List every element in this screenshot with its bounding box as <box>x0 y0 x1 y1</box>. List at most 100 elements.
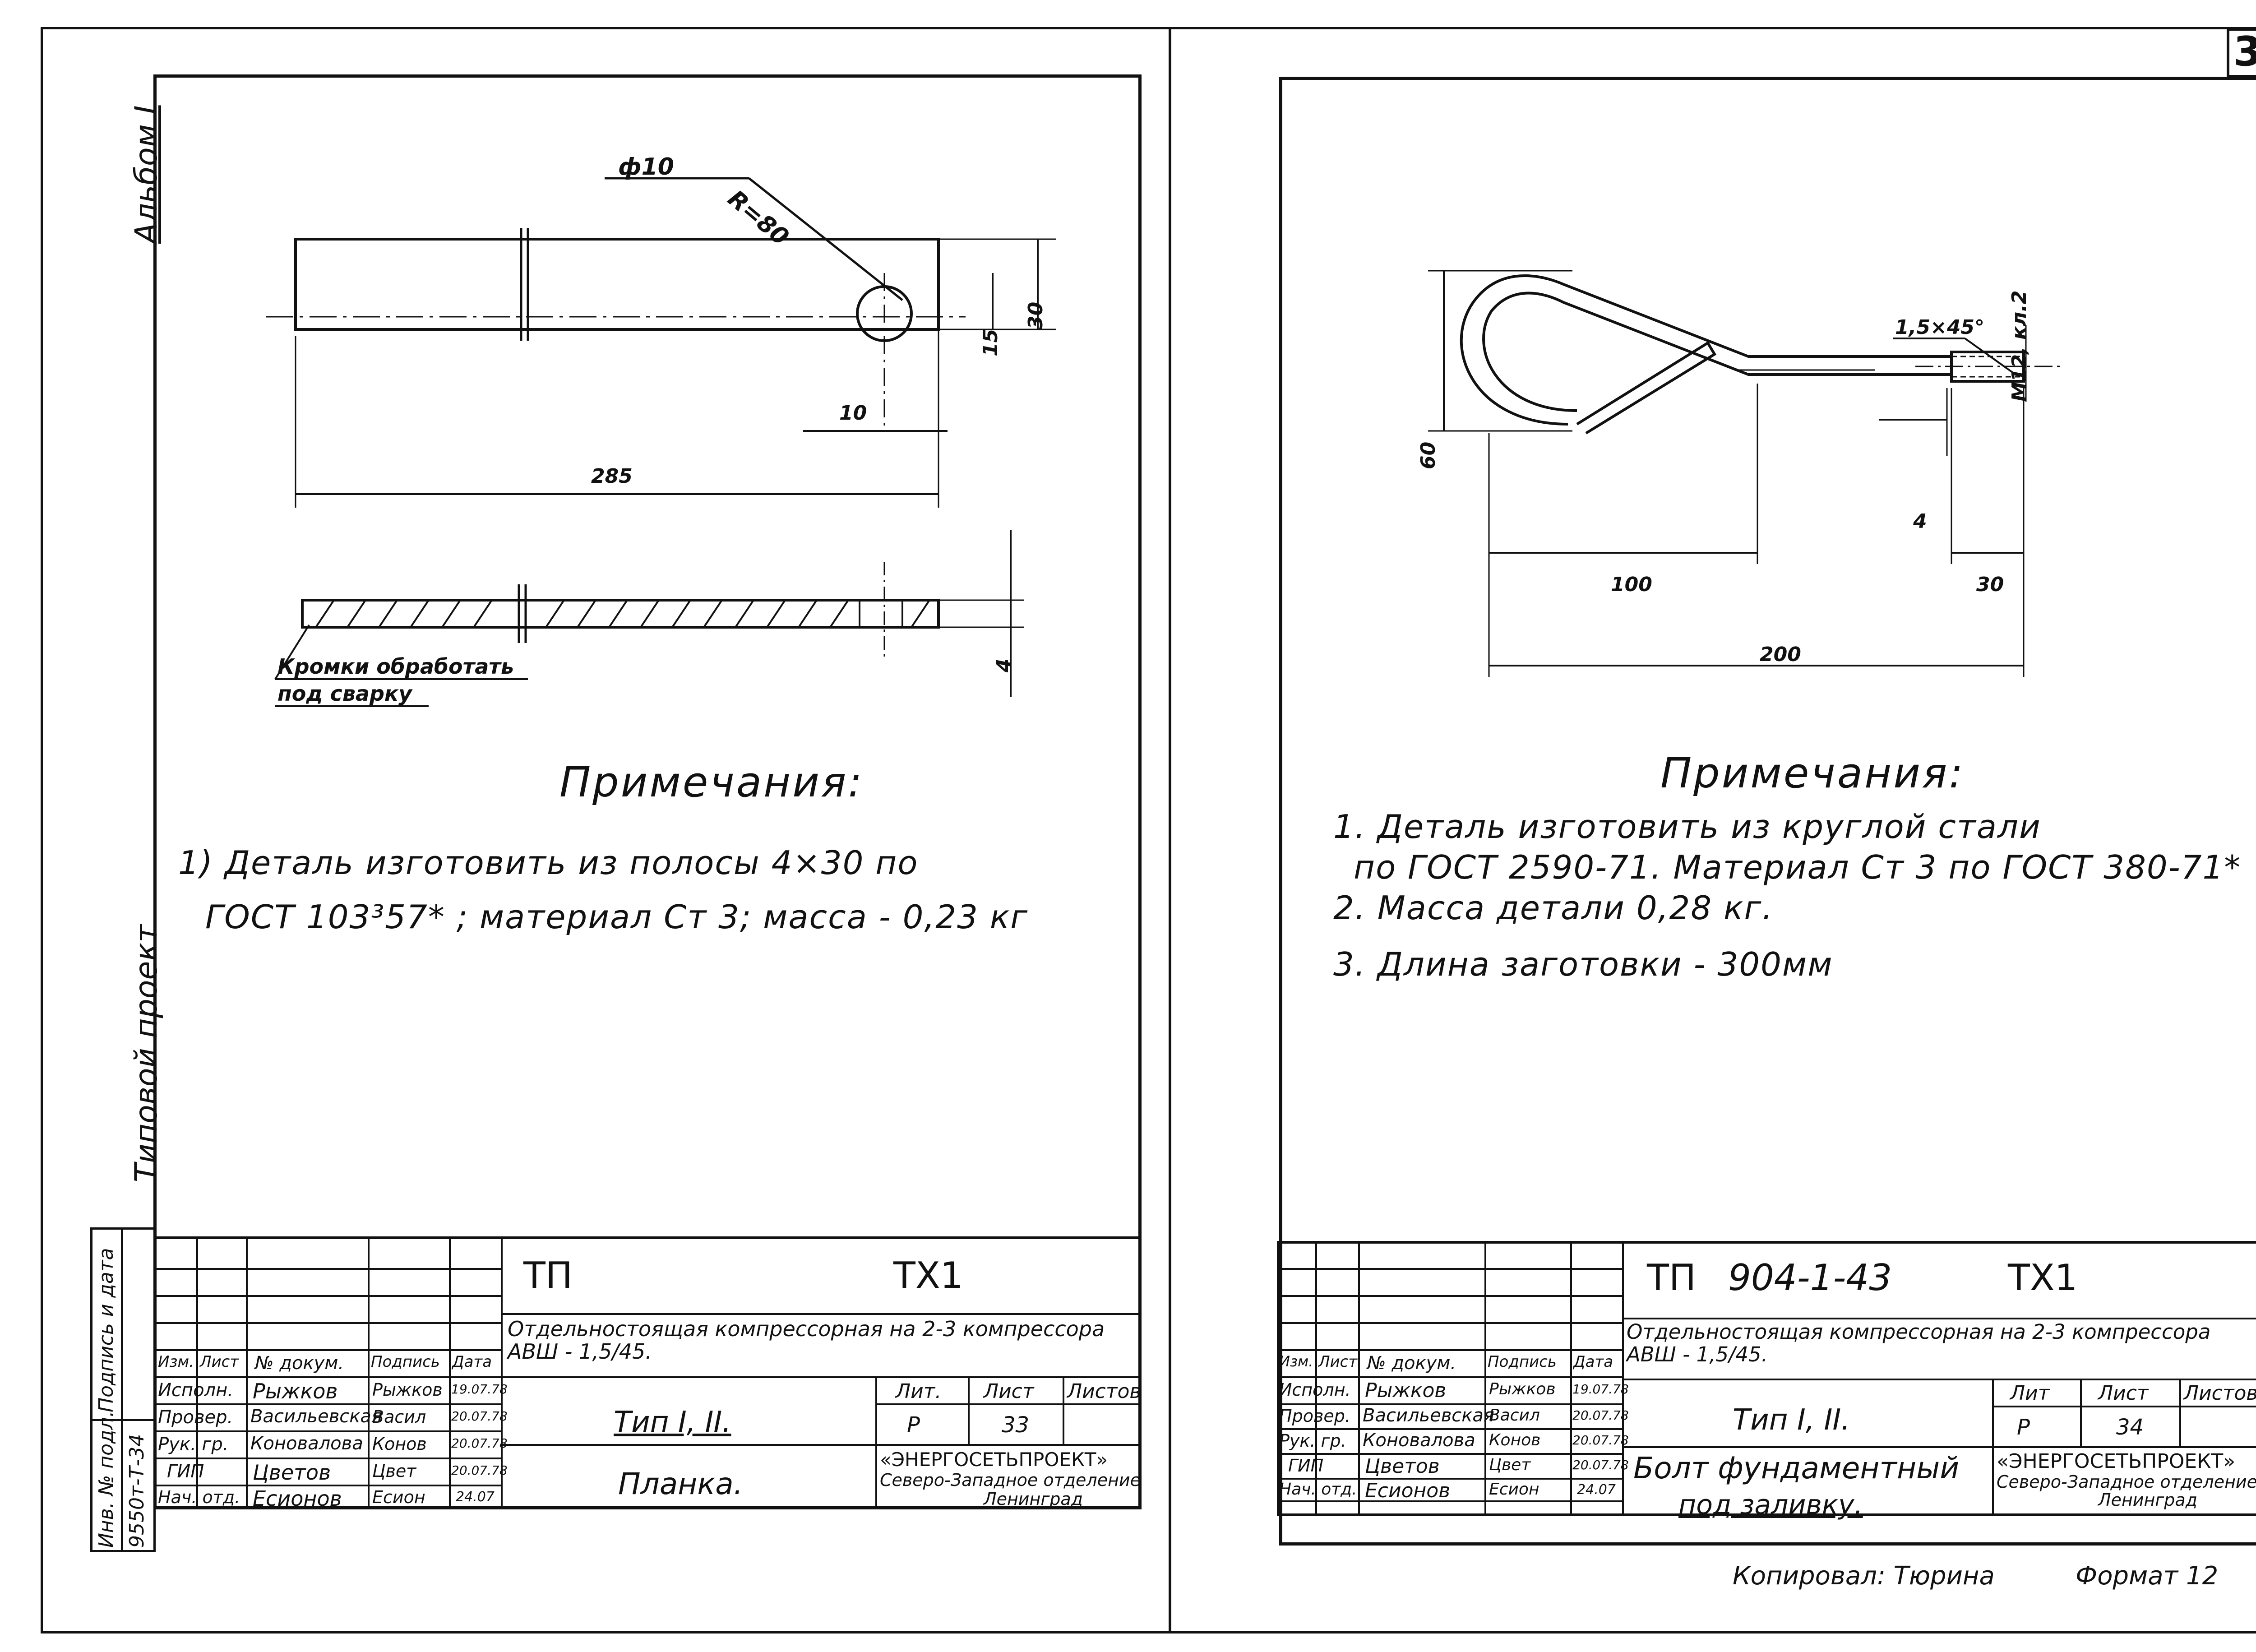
doc-code-left: ТП <box>1647 1257 1697 1299</box>
grid-line <box>1358 1241 1360 1516</box>
stamp-role: Нач. отд. <box>158 1487 240 1507</box>
grid-line <box>2179 1379 2181 1446</box>
grid-line <box>153 1403 501 1405</box>
stamp-date: 24.07 <box>1577 1482 1616 1498</box>
sheet-value: 34 <box>2116 1415 2144 1440</box>
stamp-role: Рук. гр. <box>158 1434 229 1455</box>
stamp-signature: Рыжков <box>372 1380 443 1400</box>
org-city: Ленинград <box>984 1489 1083 1509</box>
grid-line <box>246 1236 248 1509</box>
hole-offset-y-dim: 15 <box>979 329 1002 356</box>
stamp-name: Есионов <box>253 1486 342 1511</box>
doc-code-right: ТХ1 <box>893 1254 963 1296</box>
stamp-role: Рук. гр. <box>1279 1431 1346 1451</box>
grid-line <box>875 1403 1142 1405</box>
type-label: Тип I, II. <box>614 1406 731 1439</box>
right-drawing <box>1428 270 2064 677</box>
stamp-role: Провер. <box>1279 1406 1350 1426</box>
sheet-value: 33 <box>1002 1412 1030 1438</box>
thickness-dim: 4 <box>993 658 1016 672</box>
object-name-2: АВШ - 1,5/45. <box>1627 1342 1768 1366</box>
stamp-signature: Рыжков <box>1489 1380 1556 1398</box>
stamp-date: 20.07.78 <box>1572 1433 1629 1448</box>
stamp-role: Исполн. <box>158 1380 233 1401</box>
grid-line <box>2080 1379 2082 1446</box>
right-note-line-2: по ГОСТ 2590-71. Материал Ст 3 по ГОСТ 3… <box>1354 848 2242 886</box>
total-dim: 200 <box>1760 643 1801 666</box>
stamp-signature: Цвет <box>1489 1456 1531 1474</box>
stamp-header-doc: № докум. <box>1367 1353 1456 1374</box>
left-note-line-2: ГОСТ 103³57* ; материал Ст 3; масса - 0,… <box>205 898 1029 936</box>
grid-line <box>153 1295 501 1297</box>
stamp-header-sign: Подпись <box>1488 1353 1557 1371</box>
sheet-number-box <box>2227 28 2256 78</box>
edge-note-line1: Кромки обработать <box>277 654 514 679</box>
org-branch: Северо-Западное отделение <box>880 1470 1141 1490</box>
stamp-name: Васильевская <box>250 1406 382 1427</box>
stamp-header-date: Дата <box>1573 1353 1613 1371</box>
lit-value: Р <box>2017 1415 2030 1440</box>
dia-label: ф10 <box>618 153 674 180</box>
margin-header-sign: Подпись и дата <box>95 1248 118 1412</box>
grid-line <box>501 1444 1142 1446</box>
lit-header: Лит. <box>896 1380 942 1403</box>
stamp-header-list: Лист <box>1318 1353 1358 1371</box>
grid-line <box>501 1376 1142 1378</box>
grid-line <box>1277 1268 1622 1270</box>
margin-stamp-hline <box>90 1419 156 1421</box>
thread-label: М12, кл.2 <box>2008 290 2031 402</box>
grid-line <box>1992 1379 1994 1516</box>
stamp-date: 20.07.78 <box>451 1463 508 1478</box>
grid-line <box>1277 1453 1622 1455</box>
width-dim: 30 <box>1024 301 1047 329</box>
part-title-line1: Болт фундаментный <box>1633 1451 1960 1485</box>
stamp-role: ГИП <box>167 1461 204 1482</box>
stamp-name: Цветов <box>253 1460 331 1485</box>
stamp-role: Провер. <box>158 1407 233 1428</box>
stamp-date: 19.07.78 <box>1572 1382 1629 1397</box>
stamp-name: Рыжков <box>253 1379 338 1403</box>
stamp-header-date: Дата <box>452 1353 492 1371</box>
grid-line <box>968 1376 970 1444</box>
stamp-signature: Конов <box>372 1434 427 1454</box>
object-name: Отдельностоящая компрессорная на 2-3 ком… <box>1627 1320 2211 1344</box>
stamp-date: 20.07.78 <box>451 1436 508 1451</box>
grid-line <box>501 1236 503 1509</box>
stamp-date: 24.07 <box>456 1489 495 1505</box>
format-label: Формат 12 <box>2076 1561 2219 1591</box>
grid-line <box>1277 1500 1622 1502</box>
stamp-signature: Есион <box>1489 1480 1539 1499</box>
stamp-role: Исполн. <box>1279 1380 1351 1400</box>
grid-line <box>153 1430 501 1432</box>
part-title-line2: под заливку. <box>1678 1489 1863 1521</box>
grid-line <box>875 1376 877 1509</box>
grid-line <box>368 1236 370 1509</box>
grid-line <box>1622 1379 2256 1380</box>
stamp-signature: Васил <box>1489 1406 1540 1425</box>
grid-line <box>153 1349 501 1351</box>
doc-code-number: 904-1-43 <box>1728 1257 1892 1299</box>
margin-inventory-number: 9550т-Т-34 <box>125 1434 148 1548</box>
lit-value: Р <box>907 1412 920 1438</box>
org-branch: Северо-Западное отделение <box>1997 1472 2256 1492</box>
sheet-header: Лист <box>984 1380 1034 1403</box>
grid-line <box>1277 1428 1622 1430</box>
chamfer-label: 1,5×45° <box>1895 316 1985 339</box>
grid-line <box>153 1322 501 1324</box>
grid-line <box>1992 1406 2256 1407</box>
left-note-line-1: 1) Деталь изготовить из полосы 4×30 по <box>178 844 919 882</box>
right-note-line-3: 2. Масса детали 0,28 кг. <box>1333 889 1774 927</box>
part-title: Планка. <box>618 1467 743 1501</box>
strip-plan-view <box>294 238 940 331</box>
grid-line <box>153 1376 501 1378</box>
grid-line <box>1277 1376 1622 1378</box>
bolt-hook-inner <box>1482 292 1951 412</box>
hole-offset-x-dim: 10 <box>839 402 867 425</box>
grid-line <box>153 1458 501 1459</box>
grid-line <box>153 1485 501 1486</box>
grid-line <box>1622 1318 2256 1319</box>
doc-code-right: ТХ1 <box>2008 1257 2078 1299</box>
org-name: «ЭНЕРГОСЕТЬПРОЕКТ» <box>880 1448 1108 1471</box>
grid-line <box>1277 1322 1622 1324</box>
margin-header-inv: Инв. № подл. <box>95 1411 118 1548</box>
